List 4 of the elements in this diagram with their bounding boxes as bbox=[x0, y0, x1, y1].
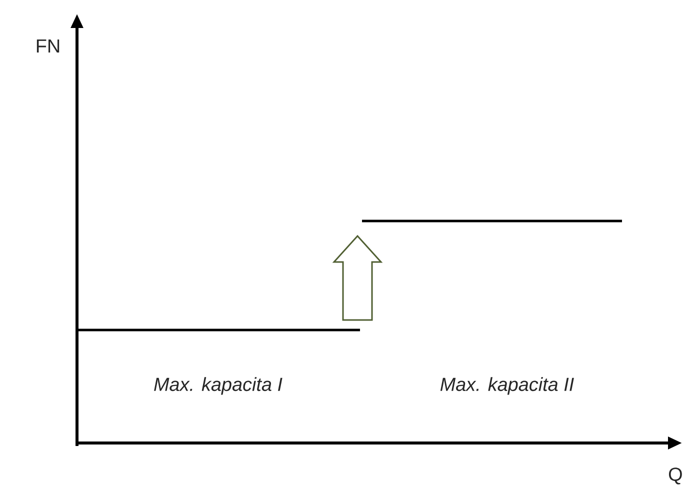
region-label: Max. kapacita I bbox=[154, 377, 282, 395]
region-label: Max. kapacita II bbox=[440, 377, 574, 395]
axis-label: FN bbox=[36, 40, 60, 52]
axis-label: Q bbox=[668, 468, 682, 484]
